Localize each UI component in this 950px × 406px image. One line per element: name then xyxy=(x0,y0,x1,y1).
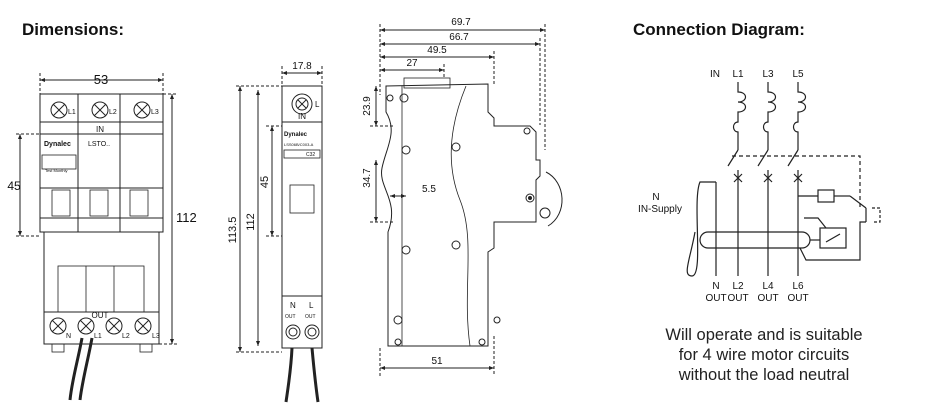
switch-contact-2 xyxy=(757,149,769,167)
conn-out-l4: L4 xyxy=(762,281,774,292)
side-dim-left-top-label: 23.9 xyxy=(362,96,373,116)
side-dim-left-mid-label: 34.7 xyxy=(362,168,373,188)
test-button xyxy=(872,207,881,223)
front-out-label: OUT xyxy=(92,311,109,320)
caption-line-1: Will operate and is suitable xyxy=(665,326,863,344)
conn-out-word-4: OUT xyxy=(787,293,808,304)
front-terminal-l3: L3 xyxy=(151,109,159,116)
front-bottom-n: N xyxy=(66,333,71,340)
front-bottom-screws xyxy=(49,317,152,335)
conn-line-l3: L3 xyxy=(762,69,774,80)
narrow-body-outline xyxy=(281,85,323,349)
front-test-tag: Test Monthly xyxy=(45,168,67,173)
front-height-label: 112 xyxy=(176,210,197,225)
narrow-in-label: IN xyxy=(298,112,306,121)
front-bottom-l2: L2 xyxy=(122,333,130,340)
test-resistor xyxy=(817,189,835,203)
front-side-label: 45 xyxy=(7,179,21,193)
side-dim-inner-label: 5.5 xyxy=(422,184,436,195)
narrow-out-label-l: OUT xyxy=(305,314,316,320)
conn-in-label: IN xyxy=(710,69,720,80)
connection-labels: IN L1 L3 L5 N IN-Supply N L2 L4 L6 OUT O… xyxy=(638,69,809,304)
narrow-out-label-n: OUT xyxy=(285,314,296,320)
coil-l3 xyxy=(762,82,777,150)
narrow-mid-height-label: 45 xyxy=(259,176,271,188)
narrow-rating-label: C32 xyxy=(306,152,315,158)
narrow-view xyxy=(236,66,323,403)
caption-line-3: without the load neutral xyxy=(678,366,850,384)
conn-out-n: N xyxy=(712,281,719,292)
side-dim-total-label: 69.7 xyxy=(451,17,471,28)
front-bottom-l3: L3 xyxy=(152,333,160,340)
conn-out-l6: L6 xyxy=(792,281,804,292)
conn-out-l2: L2 xyxy=(732,281,744,292)
mechanical-link xyxy=(732,155,861,210)
front-view xyxy=(16,73,178,401)
front-model-label: LSTO.. xyxy=(88,141,110,148)
conn-supply-n: N xyxy=(652,192,659,203)
narrow-brand-logo: Dynalec xyxy=(284,132,308,138)
conn-out-word-2: OUT xyxy=(727,293,748,304)
narrow-model-label: LSS06B/C003-A xyxy=(284,142,314,147)
conn-supply-sub: IN-Supply xyxy=(638,204,682,215)
connection-diagram xyxy=(686,82,881,277)
coil-l1 xyxy=(732,82,747,150)
side-dim-2-label: 66.7 xyxy=(449,32,469,43)
front-terminal-l1: L1 xyxy=(68,109,76,116)
side-body-profile xyxy=(381,83,541,347)
switch-contact-3 xyxy=(787,149,799,167)
side-dim-top-label: 27 xyxy=(406,58,418,69)
connection-diagram-heading: Connection Diagram: xyxy=(633,20,805,39)
narrow-view-labels: 17.8 113.5 112 45 L IN Dynalec LSS06B/C0… xyxy=(227,61,320,320)
side-view xyxy=(370,24,563,376)
conn-out-word-3: OUT xyxy=(757,293,778,304)
conn-line-l1: L1 xyxy=(732,69,744,80)
neutral-supply-wire xyxy=(686,181,716,277)
narrow-bottom-l-label: L xyxy=(309,301,314,310)
narrow-body-height-label: 112 xyxy=(245,213,257,231)
front-top-screws xyxy=(50,101,151,119)
front-bottom-l1: L1 xyxy=(94,333,102,340)
narrow-width-label: 17.8 xyxy=(292,61,312,72)
conn-line-l5: L5 xyxy=(792,69,804,80)
narrow-bottom-n-label: N xyxy=(290,301,296,310)
front-in-label: IN xyxy=(96,125,104,134)
side-dim-bottom-label: 51 xyxy=(431,356,443,367)
trip-relay xyxy=(819,227,847,249)
front-terminal-l2: L2 xyxy=(109,109,117,116)
coil-l5 xyxy=(792,82,807,150)
front-width-label: 53 xyxy=(94,72,108,87)
front-body-outline xyxy=(39,93,164,233)
side-dim-3-label: 49.5 xyxy=(427,45,447,56)
caption-line-2: for 4 wire motor circuits xyxy=(678,346,850,364)
narrow-top-terminal-label: L xyxy=(315,100,320,109)
front-brand-logo: Dynalec xyxy=(44,141,71,148)
switch-contact-1 xyxy=(727,149,739,167)
side-view-labels: 69.7 66.7 49.5 27 23.9 34.7 5.5 51 xyxy=(362,17,471,367)
dimensions-heading: Dimensions: xyxy=(22,20,125,39)
front-view-labels: 53 45 112 L1 L2 L3 IN Dynalec LSTO.. Tes… xyxy=(7,72,196,340)
conn-out-word-1: OUT xyxy=(705,293,726,304)
narrow-total-height-label: 113.5 xyxy=(227,217,239,244)
